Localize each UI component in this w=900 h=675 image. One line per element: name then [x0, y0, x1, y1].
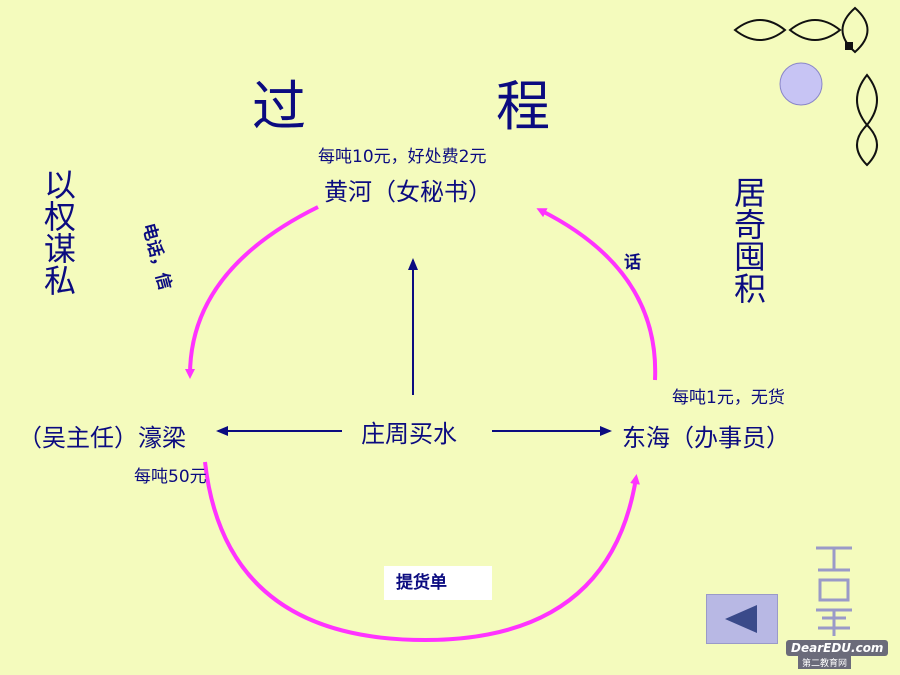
node-center: 庄周买水 — [361, 420, 457, 448]
triangle-left-icon — [725, 605, 757, 633]
arc-label-bottom: 提货单 — [384, 566, 492, 600]
side-label-left: 以权谋私 — [39, 168, 77, 296]
title-char-right: 程 — [496, 75, 550, 138]
brand-logo: DearEDU.com — [786, 640, 889, 656]
corner-ornament — [733, 6, 878, 167]
arc-right-to-top — [536, 208, 658, 381]
side-label-right: 居奇囤积 — [729, 176, 767, 304]
arc-label-right: 话 — [624, 253, 641, 273]
brand-sub: 第二教育网 — [798, 656, 852, 669]
node-left: （吴主任）濠梁 — [18, 424, 186, 452]
node-top: 黄河（女秘书） — [324, 178, 492, 206]
back-button[interactable] — [706, 594, 778, 644]
arc-left-to-right — [203, 461, 640, 643]
node-right: 东海（办事员） — [622, 424, 790, 452]
seal-ornament — [816, 546, 852, 636]
price-left: 每吨50元 — [134, 467, 207, 487]
price-right: 每吨1元，无货 — [672, 388, 785, 408]
arc-top-to-left — [185, 205, 319, 379]
title-char-left: 过 — [252, 75, 306, 138]
price-top: 每吨10元，好处费2元 — [318, 147, 487, 167]
